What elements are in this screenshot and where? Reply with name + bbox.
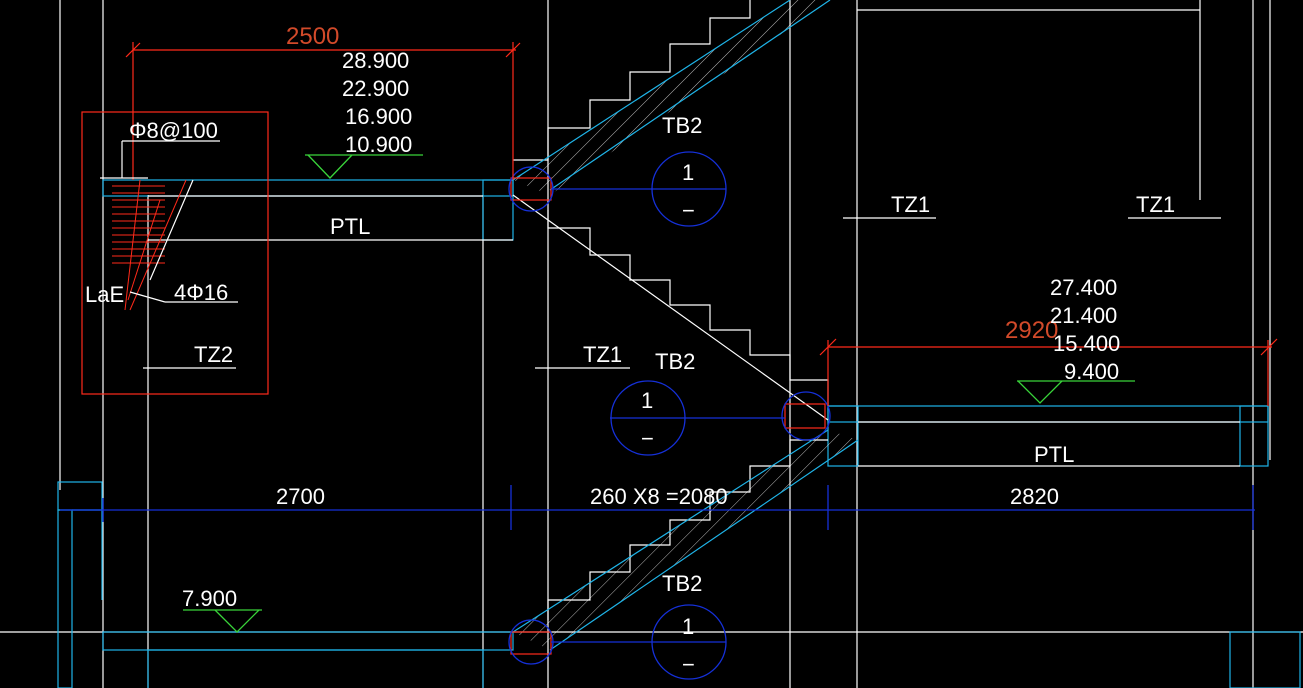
label-underlines [143, 217, 1221, 369]
dim-top-span: 2500 [286, 23, 339, 50]
dim-bottom-mid: 260 X8 =2080 [590, 484, 728, 509]
drawing-text: 2500 2920 28.900 22.900 16.900 10.900 27… [85, 23, 1175, 677]
elev-right-0: 27.400 [1050, 275, 1117, 300]
dim-bottom-left: 2700 [276, 484, 325, 509]
section-marker-lines [551, 151, 785, 680]
left-wall [57, 481, 103, 688]
tb2-bottom-label: TB2 [662, 571, 702, 596]
lae-label: LaE [85, 282, 124, 307]
beam-sections [508, 166, 831, 665]
section-num-top: 1 [682, 160, 694, 185]
dim-right-span: 2920 [1005, 317, 1058, 344]
elev-upper-2: 16.900 [345, 104, 412, 129]
main-bars-label: 4Φ16 [174, 280, 228, 305]
tb2-top-label: TB2 [662, 113, 702, 138]
elev-bottom: 7.900 [182, 586, 237, 611]
dimension-right [819, 338, 1278, 406]
section-num-bottom: 1 [682, 614, 694, 639]
flight-top [512, 0, 831, 195]
section-sub-bottom: − [682, 652, 695, 677]
elev-right-2: 15.400 [1053, 331, 1120, 356]
ptl-left-label: PTL [330, 214, 370, 239]
ptl-right-label: PTL [1034, 442, 1074, 467]
elev-right-1: 21.400 [1050, 303, 1117, 328]
section-marker-mid [610, 380, 686, 456]
section-sub-mid: − [641, 426, 654, 451]
flight-lower [512, 429, 859, 651]
tb2-mid-label: TB2 [655, 349, 695, 374]
tz1-upper-b-label: TZ1 [1136, 192, 1175, 217]
flight-middle [512, 194, 829, 421]
highlight-box-detail [81, 111, 269, 395]
dim-bottom-right: 2820 [1010, 484, 1059, 509]
section-sub-top: − [682, 198, 695, 223]
tz1-upper-a-label: TZ1 [891, 192, 930, 217]
tz2-label: TZ2 [194, 342, 233, 367]
elev-upper-0: 28.900 [342, 48, 409, 73]
elev-upper-3: 10.900 [345, 132, 412, 157]
elevation-markers [183, 154, 1135, 633]
tz1-mid-label: TZ1 [583, 342, 622, 367]
dimension-line-bottom [60, 485, 1255, 530]
upper-landing-slab [102, 179, 514, 241]
rebar-spec: Φ8@100 [129, 118, 218, 143]
section-num-mid: 1 [641, 388, 653, 413]
elev-right-3: 9.400 [1064, 359, 1119, 384]
dimension-top [125, 42, 521, 180]
bottom-landing-slab [102, 631, 1301, 688]
elev-upper-1: 22.900 [342, 76, 409, 101]
